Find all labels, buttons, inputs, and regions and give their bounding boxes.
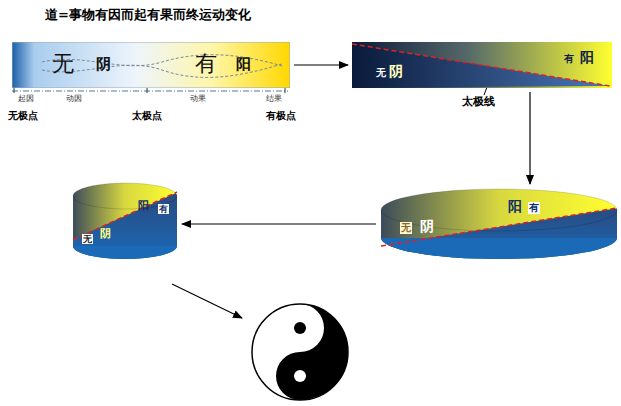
text-label: 结果 [266,94,282,103]
tick [147,88,148,93]
axis-line [12,91,288,92]
node-text: 阳 [138,200,149,213]
node-text: 无 [400,222,412,234]
node-text: 无 [82,234,93,244]
node-text: 有 [158,204,169,214]
text-label: 动因 [66,94,82,103]
small-cylinder: 阳有无阴 [72,182,178,262]
node-text: 有 [564,53,574,65]
gradient-band: 无阴有阳 [12,42,290,88]
diagram-title: 道=事物有因而起有果而终运动变化 [45,8,251,23]
node-text: 阴 [100,228,111,241]
node-text: 阳 [236,56,251,73]
shape [380,188,618,260]
node-text: 阴 [96,56,111,73]
arrow-connector [294,64,348,65]
node-text: 阳 [508,198,522,214]
node-text: 阴 [420,218,434,234]
node-text: 阴 [389,63,403,79]
taiji-rectangle: 无阴 有阳 [352,42,612,88]
cylinder: 阳有无阴 [380,188,618,260]
text-label: 有极点 [266,110,296,122]
text-label: 动果 [190,94,206,103]
yin-yang-symbol [252,304,348,400]
text-label: 太极点 [132,110,162,122]
arrow-connector [182,223,376,224]
node-text: 无 [376,67,386,79]
text-label: 起因 [18,94,34,103]
text-label: 太极线 [462,96,495,109]
node-text: 有 [528,202,540,214]
shape [72,182,178,262]
arrow [172,284,242,318]
tick [14,88,15,93]
text-label: 无极点 [8,110,38,122]
node-text: 无 [52,51,74,76]
tick [285,88,286,93]
node-text: 有 [195,51,217,76]
node-text: 阳 [580,49,594,65]
arrow-connector [529,92,530,184]
